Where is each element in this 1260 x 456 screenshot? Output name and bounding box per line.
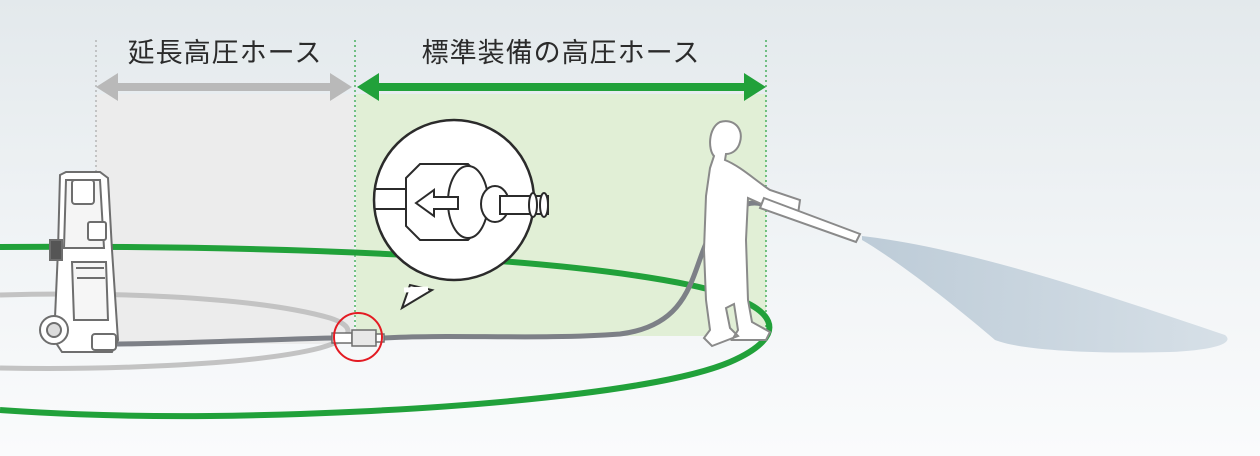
extension-arrow: [96, 73, 352, 101]
pressure-washer-icon: [39, 171, 120, 353]
extension-hose-label: 延長高圧ホース: [127, 38, 323, 69]
extension-hose-coil: [0, 291, 351, 371]
extension-zone: [96, 94, 354, 344]
standard-hose-label: 標準装備の高圧ホース: [421, 38, 701, 69]
hose-connector-icon: [331, 329, 385, 347]
connection-highlight-circle: [333, 312, 383, 362]
standard-arrow: [357, 73, 766, 101]
extension-hose-line: [111, 335, 333, 347]
person-spraying-icon: [702, 120, 862, 348]
water-spray: [862, 236, 1228, 353]
connection-arrow-icon: [414, 188, 459, 218]
